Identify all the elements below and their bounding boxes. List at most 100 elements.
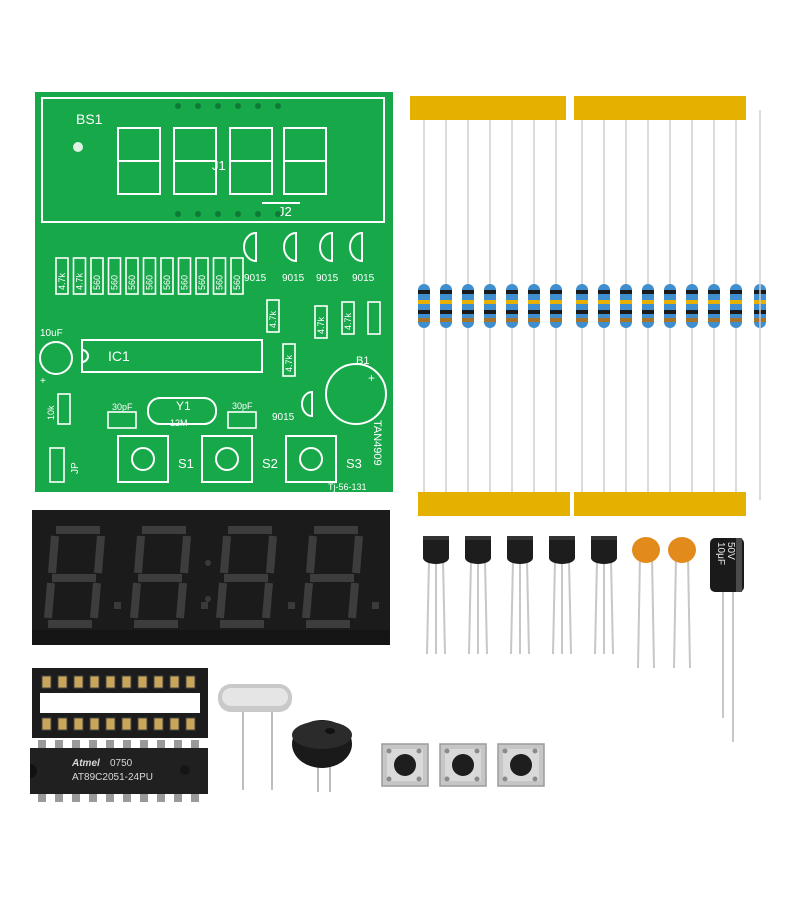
- buzzer-label: B1: [356, 355, 369, 367]
- res-footprint: [160, 257, 174, 295]
- ic-socket-outline: [81, 339, 263, 373]
- transistor-outlines: [243, 231, 363, 263]
- connector-j2-label: J2: [278, 204, 292, 219]
- display-digit: [44, 526, 105, 628]
- tactile-switch: [381, 743, 429, 787]
- transistor: [591, 536, 617, 655]
- resistor: [708, 120, 720, 492]
- switch-label-s3: S3: [346, 456, 362, 471]
- pcb-board: BS1 J1 J2 9015 9015 9015: [35, 92, 393, 492]
- cap-right-label: 30pF: [232, 401, 253, 411]
- transistor: [465, 536, 491, 655]
- crystal-label: Y1: [176, 399, 191, 413]
- jumper-label: JP: [70, 462, 81, 474]
- microcontroller-chip: Atmel 0750 AT89C2051-24PU: [30, 740, 208, 802]
- chip-brand: Atmel: [71, 758, 100, 769]
- res-footprint-label: 560: [127, 275, 137, 290]
- transistor-group: [423, 536, 617, 655]
- res-footprint-label: 560: [145, 275, 155, 290]
- buzzer-footprint: [325, 363, 387, 425]
- crystal-freq-label: 12M: [170, 418, 188, 428]
- transistor-code-5: 9015: [272, 412, 295, 423]
- transistor-code-2: 9015: [282, 273, 305, 284]
- transistor-code-1: 9015: [244, 273, 267, 284]
- res-footprint-label: 4.7k: [57, 272, 67, 290]
- tactile-switch: [439, 743, 487, 787]
- resistor: [440, 120, 452, 492]
- resistor: [506, 120, 518, 492]
- elec-cap-footprint-label: 10uF: [40, 328, 63, 339]
- resistor: [686, 120, 698, 492]
- resistor: [462, 120, 474, 492]
- resistor: [576, 120, 588, 492]
- display-digit: [130, 526, 191, 628]
- tactile-switch: [497, 743, 545, 787]
- svg-text:+: +: [40, 376, 46, 387]
- elec-cap-voltage: 50V: [725, 542, 736, 560]
- chip-batch: 0750: [110, 758, 133, 769]
- display-digit: [216, 526, 277, 628]
- crystal-oscillator: [218, 684, 292, 790]
- side-res-2: 4.7k: [284, 354, 294, 372]
- silkscreen-digits: [117, 127, 327, 195]
- res-footprint-label: 560: [180, 275, 190, 290]
- res-footprint: [142, 257, 157, 295]
- switch-label-s1: S1: [178, 456, 194, 471]
- transistor: [507, 536, 533, 655]
- resistor: [642, 120, 654, 492]
- res-footprint-label: 560: [162, 275, 172, 290]
- res-footprint: [195, 257, 209, 295]
- ceramic-capacitors: [632, 537, 696, 669]
- res-footprint-label: 560: [215, 275, 225, 290]
- res-footprint: [72, 257, 87, 295]
- elec-cap-value: 10μF: [715, 542, 726, 565]
- seven-segment-display: [32, 510, 390, 645]
- res-footprint: [125, 257, 139, 295]
- res-footprint-label: 560: [232, 275, 242, 290]
- resistor-10k-label: 10k: [46, 405, 56, 420]
- chip-part: AT89C2051-24PU: [72, 772, 153, 783]
- tape-top-left: [410, 96, 566, 120]
- res-footprint: [212, 257, 227, 295]
- side-res-3: 4.7k: [316, 316, 326, 334]
- res-footprint: [107, 257, 122, 295]
- side-resistor-footprints: [266, 299, 381, 377]
- ceramic-capacitor: [668, 537, 696, 669]
- resistor: [730, 120, 742, 492]
- side-res-1: 4.7k: [268, 310, 278, 328]
- res-footprint-label: 4.7k: [75, 272, 85, 290]
- board-name-label: BS1: [76, 111, 103, 127]
- ceramic-capacitor: [632, 537, 660, 669]
- res-footprint-label: 560: [197, 275, 207, 290]
- resistor: [528, 120, 540, 492]
- display-digit: [302, 526, 363, 628]
- electrolytic-capacitor: 10μF 50V: [710, 538, 744, 742]
- transistor: [549, 536, 575, 655]
- ic-label: IC1: [108, 348, 130, 364]
- resistor: [418, 120, 430, 492]
- res-footprint: [177, 257, 192, 295]
- tape-bottom-left: [418, 492, 570, 516]
- pcb-side-text: TAN4909: [371, 420, 383, 466]
- header-holes: [175, 103, 281, 217]
- connector-j1-label: J1: [212, 158, 226, 173]
- res-footprint: [90, 257, 104, 295]
- resistor: [598, 120, 610, 492]
- switch-label-s2: S2: [262, 456, 278, 471]
- resistor: [550, 120, 562, 492]
- resistor: [620, 120, 632, 492]
- cap-left-label: 30pF: [112, 402, 133, 412]
- res-footprint: [230, 257, 244, 295]
- transistor-code-4: 9015: [352, 273, 375, 284]
- res-footprint-label: 560: [110, 275, 120, 290]
- buzzer: [292, 720, 352, 792]
- ic-socket: [32, 668, 208, 738]
- resistor: [484, 120, 496, 492]
- transistor-code-3: 9015: [316, 273, 339, 284]
- res-footprint: [55, 257, 69, 295]
- resistor: [664, 120, 676, 492]
- transistor: [423, 536, 449, 655]
- crystal-outline: [147, 397, 217, 425]
